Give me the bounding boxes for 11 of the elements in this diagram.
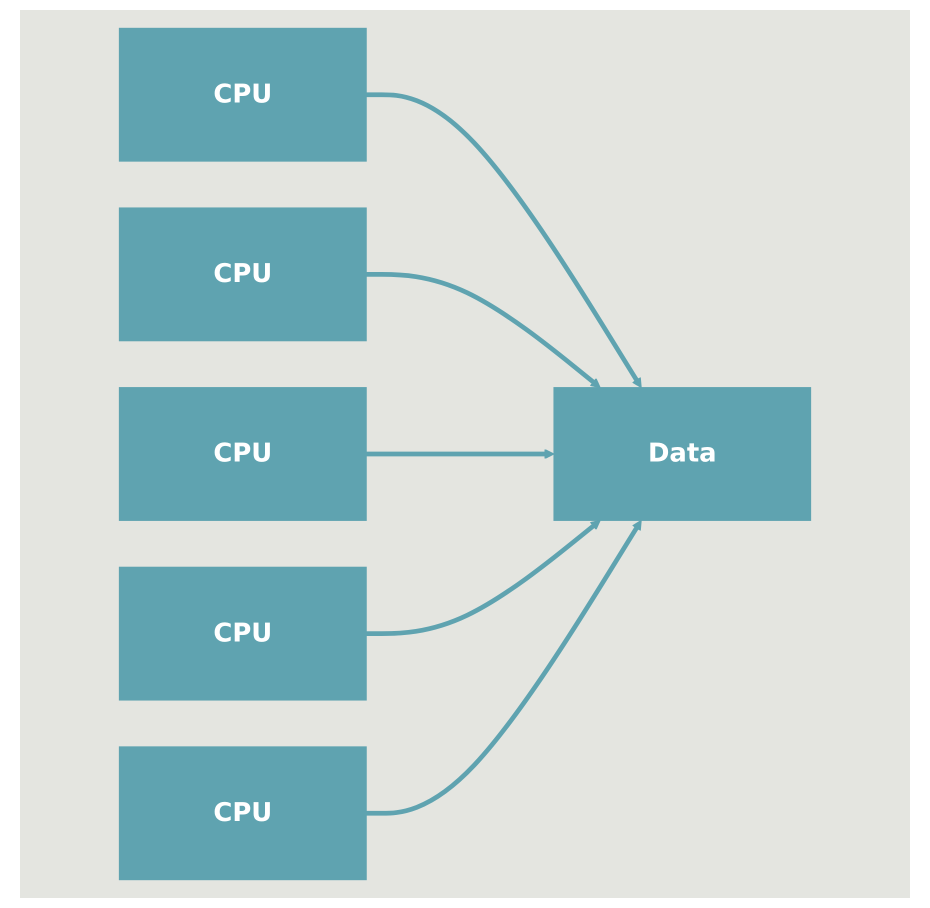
- arrow: [366, 272, 601, 388]
- process-box: CPU: [118, 566, 367, 701]
- process-box: CPU: [118, 387, 367, 521]
- process-box: CPU: [118, 746, 367, 880]
- arrow: [366, 448, 554, 460]
- process-box: CPU: [118, 207, 367, 342]
- process-box: Data: [553, 387, 812, 521]
- arrow: [366, 520, 601, 636]
- process-box: CPU: [118, 28, 367, 162]
- arrow: [366, 92, 642, 388]
- arrow: [366, 520, 642, 816]
